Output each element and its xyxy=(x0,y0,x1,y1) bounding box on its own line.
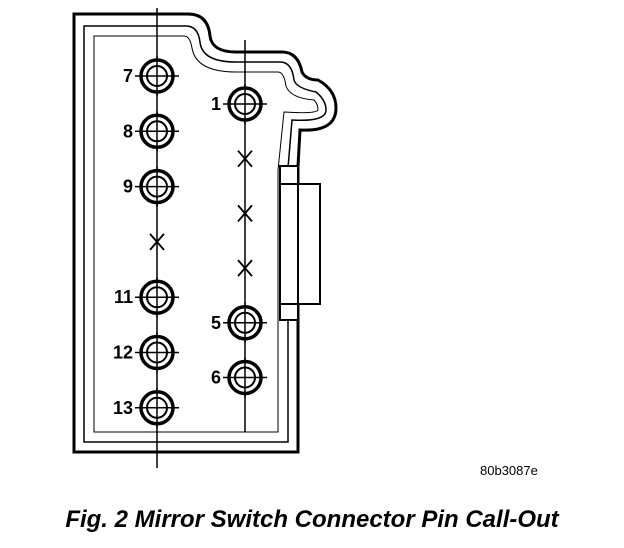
connector-housing-inner xyxy=(83,25,327,443)
pin-7: 7 xyxy=(123,56,179,96)
empty-cavity-marker xyxy=(149,233,165,251)
pin-label-12: 12 xyxy=(113,343,133,363)
pin-label-1: 1 xyxy=(211,94,221,114)
pin-group: 7 8 9 11 12 13 1 5 6 xyxy=(113,56,267,428)
pin-label-9: 9 xyxy=(123,177,133,197)
empty-cavity-marker xyxy=(237,259,253,277)
connector-housing-inner-2 xyxy=(93,35,319,433)
pin-11: 11 xyxy=(114,277,179,318)
latch-inner xyxy=(297,183,321,305)
figure-code: 80b3087e xyxy=(480,463,538,478)
pin-label-5: 5 xyxy=(211,313,221,333)
pin-label-6: 6 xyxy=(211,368,221,388)
connector-housing-outer xyxy=(72,12,338,454)
pin-8: 8 xyxy=(123,111,179,152)
pin-1: 1 xyxy=(211,84,267,124)
empty-cavity-marker xyxy=(237,150,253,168)
pin-label-7: 7 xyxy=(123,66,133,86)
pin-13: 13 xyxy=(113,387,179,428)
pin-label-13: 13 xyxy=(113,398,133,418)
figure-caption: Fig. 2 Mirror Switch Connector Pin Call-… xyxy=(65,506,559,533)
pin-5: 5 xyxy=(211,302,267,343)
pin-12: 12 xyxy=(113,332,179,373)
empty-cavity-marker xyxy=(237,204,253,222)
pin-label-8: 8 xyxy=(123,121,133,141)
pin-6: 6 xyxy=(211,357,267,398)
connector-diagram: 7 8 9 11 12 13 1 5 6 80b3087e xyxy=(72,8,538,478)
pin-9: 9 xyxy=(123,166,179,207)
pin-label-11: 11 xyxy=(114,287,133,307)
latch-outer xyxy=(279,165,299,321)
